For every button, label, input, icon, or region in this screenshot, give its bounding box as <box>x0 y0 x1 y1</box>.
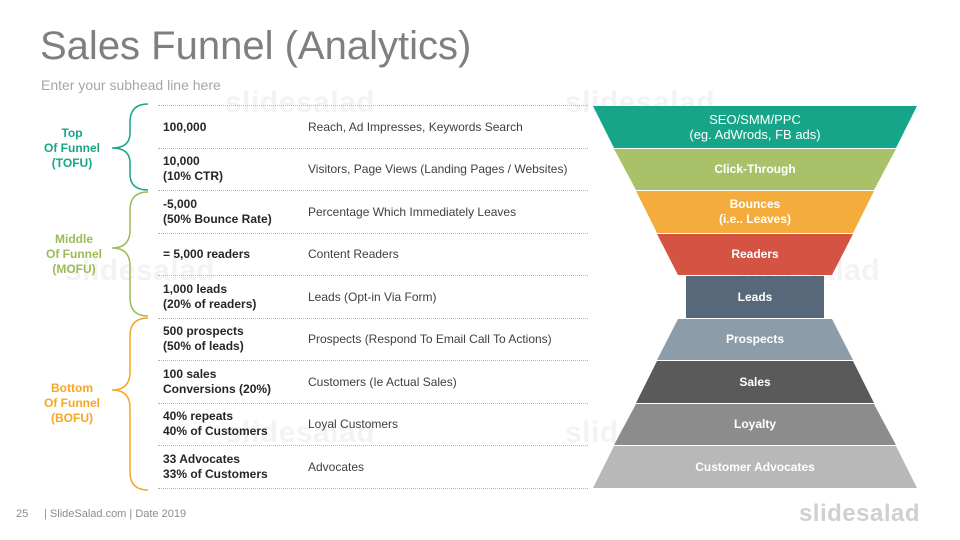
row-divider <box>158 233 588 234</box>
funnel-segment <box>657 234 853 275</box>
funnel-row: 500 prospects (50% of leads) Prospects (… <box>158 318 588 360</box>
funnel-segment <box>636 191 874 233</box>
row-description: Leads (Opt-in Via Form) <box>308 290 437 304</box>
funnel-row: = 5,000 readers Content Readers <box>158 233 588 275</box>
stage-label-mofu: Middle Of Funnel (MOFU) <box>46 232 102 276</box>
row-description: Visitors, Page Views (Landing Pages / We… <box>308 162 568 176</box>
funnel-label: Customer Advocates <box>695 459 815 474</box>
row-description: Loyal Customers <box>308 417 399 431</box>
funnel-segment <box>657 319 853 360</box>
funnel-label: Sales <box>739 374 771 389</box>
funnel-label: SEO/SMM/PPC (eg. AdWrods, FB ads) <box>689 112 821 142</box>
funnel-label: Bounces (i.e.. Leaves) <box>718 197 792 226</box>
row-metric: 1,000 leads (20% of readers) <box>163 282 257 311</box>
row-metric: 33 Advocates 33% of Customers <box>163 452 268 481</box>
row-description: Reach, Ad Impresses, Keywords Search <box>308 120 523 134</box>
row-metric: = 5,000 readers <box>163 246 251 261</box>
row-divider <box>158 445 588 446</box>
page-number: 25 <box>16 508 29 520</box>
stage-label-tofu: Top Of Funnel (TOFU) <box>44 126 100 170</box>
funnel-row: 10,000 (10% CTR) Visitors, Page Views (L… <box>158 148 588 190</box>
stage-label-bofu: Bottom Of Funnel (BOFU) <box>44 381 100 425</box>
row-divider <box>158 403 588 404</box>
page-subtitle: Enter your subhead line here <box>41 77 221 93</box>
funnel-segment <box>593 446 917 488</box>
brand-logo: slidesalad <box>798 500 920 527</box>
footer-text: | SlideSalad.com | Date 2019 <box>44 508 187 520</box>
funnel-row: 1,000 leads (20% of readers) Leads (Opt-… <box>158 276 588 318</box>
page-title: Sales Funnel (Analytics) <box>40 24 472 68</box>
row-metric: -5,000 (50% Bounce Rate) <box>163 197 272 226</box>
funnel-segment <box>614 404 896 445</box>
row-metric: 100 sales Conversions (20%) <box>163 367 272 396</box>
funnel-row: 100,000 Reach, Ad Impresses, Keywords Se… <box>158 106 588 148</box>
row-divider <box>158 105 588 106</box>
row-divider <box>158 148 588 149</box>
funnel-label: Click-Through <box>714 161 796 176</box>
row-description: Advocates <box>308 460 365 474</box>
row-description: Prospects (Respond To Email Call To Acti… <box>308 332 552 346</box>
row-description: Customers (Ie Actual Sales) <box>308 375 457 389</box>
row-divider <box>158 190 588 191</box>
row-divider <box>158 360 588 361</box>
funnel-segment <box>636 361 874 403</box>
row-divider <box>158 275 588 276</box>
funnel-row: 100 sales Conversions (20%) Customers (I… <box>158 361 588 403</box>
funnel-segment <box>593 106 917 148</box>
tofu-bracket <box>111 103 149 191</box>
funnel-segment <box>686 276 824 318</box>
bofu-bracket <box>111 317 149 491</box>
funnel-row: 33 Advocates 33% of Customers Advocates <box>158 446 588 488</box>
funnel-label: Leads <box>737 289 773 304</box>
row-metric: 10,000 (10% CTR) <box>163 154 224 183</box>
funnel-label: Loyalty <box>733 416 776 431</box>
stage-brackets <box>111 103 149 491</box>
row-divider <box>158 318 588 319</box>
row-divider <box>158 488 588 489</box>
row-metric: 40% repeats 40% of Customers <box>163 409 268 438</box>
funnel-row: -5,000 (50% Bounce Rate) Percentage Whic… <box>158 191 588 233</box>
row-description: Percentage Which Immediately Leaves <box>308 205 517 219</box>
funnel-row: 40% repeats 40% of Customers Loyal Custo… <box>158 403 588 445</box>
funnel-label: Prospects <box>725 331 785 346</box>
funnel-label: Readers <box>731 246 779 261</box>
mofu-bracket <box>111 191 149 317</box>
funnel-segment <box>614 149 896 190</box>
row-description: Content Readers <box>308 247 399 261</box>
row-metric: 100,000 <box>163 119 207 134</box>
row-metric: 500 prospects (50% of leads) <box>163 324 244 353</box>
